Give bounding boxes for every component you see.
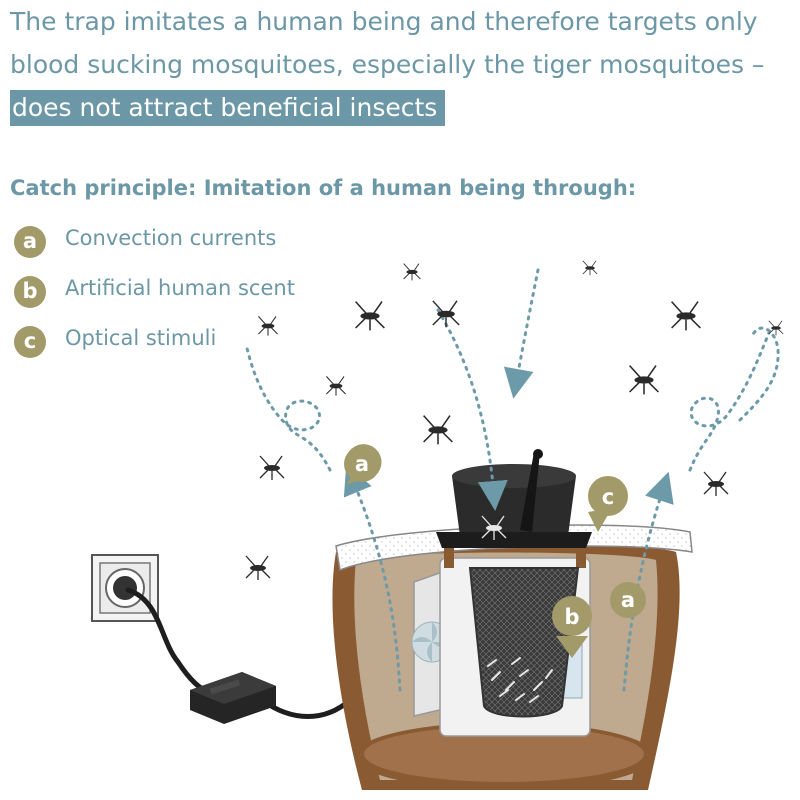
mosquito-icon — [703, 471, 729, 496]
mosquito-icon — [768, 320, 784, 336]
mosquito-icon — [629, 365, 659, 395]
callout-b: b — [552, 596, 592, 658]
callout-c: c — [588, 476, 628, 532]
legend-badge-c: c — [14, 326, 46, 358]
mosquito-swarm — [245, 260, 784, 580]
mosquito-icon — [258, 316, 278, 336]
catch-net-icon — [468, 567, 580, 718]
wall-socket-icon — [91, 554, 159, 622]
attraction-upper-left — [436, 308, 508, 511]
swirl-left — [244, 342, 332, 472]
callout-a-upper-letter: a — [355, 452, 369, 476]
pot-foam-rim — [335, 524, 693, 572]
mosquito-icon — [355, 301, 385, 331]
trap-bucket-icon — [436, 449, 592, 548]
legend-badge-b: b — [14, 276, 46, 308]
mosquito-icon — [403, 263, 421, 281]
callout-a-lower-letter: a — [621, 588, 635, 612]
legend-badge-a: a — [14, 226, 46, 258]
mosquito-icon — [326, 376, 346, 396]
attraction-center — [503, 268, 540, 399]
legend-label-optical: Optical stimuli — [65, 326, 217, 350]
mosquito-icon — [259, 455, 285, 480]
callout-a-lower: a — [610, 582, 646, 618]
mosquito-icon — [582, 260, 598, 276]
legend-label-convection: Convection currents — [65, 226, 277, 250]
swirl-far-right — [738, 326, 780, 422]
callout-a-upper: a — [344, 444, 382, 484]
legend-label-scent: Artificial human scent — [65, 276, 295, 300]
callout-c-letter: c — [602, 485, 614, 509]
airflow-paths — [244, 326, 780, 692]
catch-principle-title: Catch principle: Imitation of a human be… — [10, 176, 637, 200]
mosquito-icon — [671, 301, 701, 331]
headline: The trap imitates a human being and ther… — [10, 0, 790, 129]
airflow-right — [622, 471, 674, 692]
mosquito-icon — [423, 415, 453, 445]
mosquito-icon — [481, 515, 507, 540]
attraction-paths — [436, 268, 540, 511]
airflow-left — [343, 464, 402, 692]
headline-line-1: The trap imitates a human being and ther… — [10, 7, 758, 36]
headline-line-2: blood sucking mosquitoes, especially the… — [10, 50, 765, 79]
mosquito-icon — [245, 555, 271, 580]
power-adapter-icon — [190, 672, 276, 724]
callout-b-letter: b — [564, 605, 579, 629]
mosquito-icon — [432, 300, 460, 328]
swirl-right — [688, 328, 772, 472]
headline-highlight: does not attract beneficial insects — [10, 90, 446, 126]
